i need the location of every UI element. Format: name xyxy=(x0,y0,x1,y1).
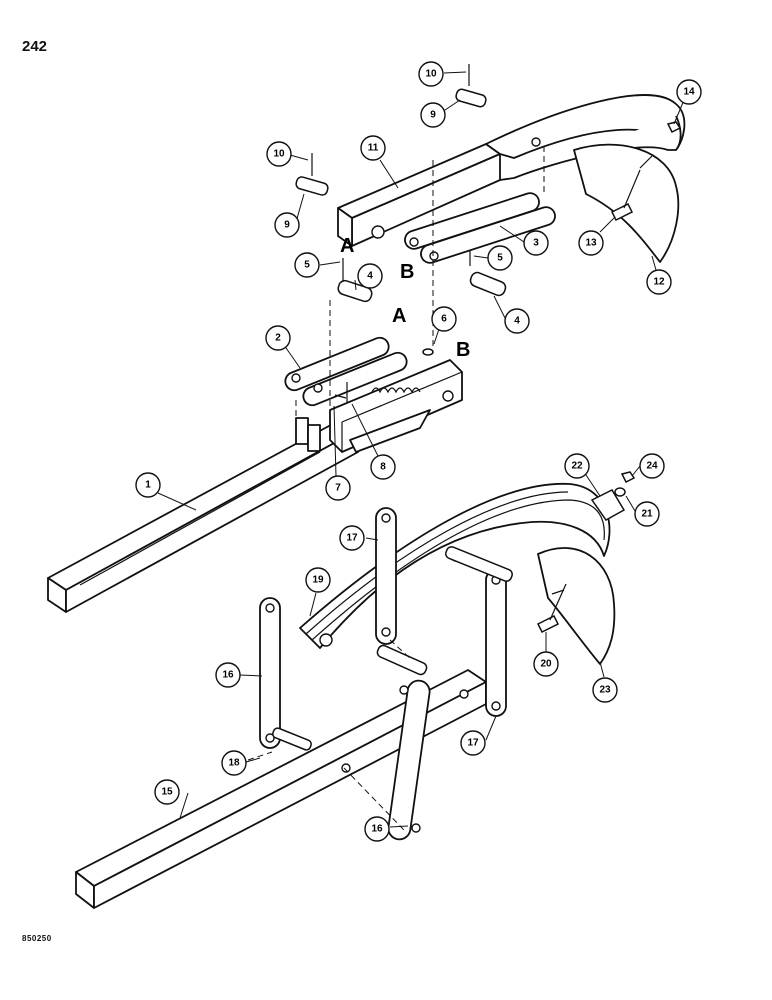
svg-text:5: 5 xyxy=(497,253,503,264)
callout-6: 6 xyxy=(431,306,457,332)
svg-text:2: 2 xyxy=(275,333,281,344)
part-bracket-upper xyxy=(329,348,463,453)
svg-text:14: 14 xyxy=(683,87,695,98)
callout-leaders xyxy=(157,71,685,828)
svg-text:7: 7 xyxy=(335,483,341,494)
svg-text:23: 23 xyxy=(599,685,611,696)
callout-16-left: 16 xyxy=(215,662,241,688)
callout-3: 3 xyxy=(523,230,549,256)
svg-text:17: 17 xyxy=(346,533,358,544)
part-13-bolt xyxy=(610,169,641,222)
part-3-links xyxy=(404,192,556,264)
callout-11: 11 xyxy=(360,135,386,161)
svg-text:12: 12 xyxy=(653,277,665,288)
callout-9-top: 9 xyxy=(420,102,446,128)
svg-text:17: 17 xyxy=(467,738,479,749)
part-23-sweep xyxy=(537,547,616,665)
callout-21: 21 xyxy=(634,501,660,527)
section-letter-b-lower: B xyxy=(456,339,470,361)
svg-text:10: 10 xyxy=(273,149,285,160)
section-letter-a-lower: A xyxy=(392,305,406,327)
callout-4-right: 4 xyxy=(504,308,530,334)
svg-text:4: 4 xyxy=(514,316,520,327)
svg-text:9: 9 xyxy=(430,110,436,121)
callout-1: 1 xyxy=(135,472,161,498)
callout-10-left: 10 xyxy=(266,141,292,167)
svg-text:22: 22 xyxy=(571,461,583,472)
part-4-pin-right xyxy=(469,271,507,297)
lower-assembly xyxy=(75,471,636,909)
callout-13: 13 xyxy=(578,230,604,256)
part-16-link-front xyxy=(387,679,431,841)
part-14-nut xyxy=(666,121,682,134)
svg-text:20: 20 xyxy=(540,659,552,670)
callout-2: 2 xyxy=(265,325,291,351)
section-letter-a: A xyxy=(340,235,354,257)
figure-code: 850250 xyxy=(22,934,52,943)
svg-text:18: 18 xyxy=(228,758,240,769)
part-2-links xyxy=(284,336,408,452)
svg-text:24: 24 xyxy=(646,461,658,472)
callout-23: 23 xyxy=(592,677,618,703)
callout-24: 24 xyxy=(639,453,665,479)
callout-18: 18 xyxy=(221,750,247,776)
part-4-pin-left xyxy=(337,279,373,303)
upper-assembly: A B A B xyxy=(47,64,686,613)
svg-text:19: 19 xyxy=(312,575,324,586)
part-16-link-left xyxy=(259,597,281,749)
part-20-bolt xyxy=(536,583,567,634)
callout-16-bottom: 16 xyxy=(364,816,390,842)
callout-8: 8 xyxy=(370,454,396,480)
svg-text:6: 6 xyxy=(441,314,447,325)
svg-text:10: 10 xyxy=(425,69,437,80)
svg-text:15: 15 xyxy=(161,787,173,798)
svg-text:16: 16 xyxy=(222,670,234,681)
svg-text:13: 13 xyxy=(585,238,597,249)
callout-17-bottom: 17 xyxy=(460,730,486,756)
svg-text:16: 16 xyxy=(371,824,383,835)
section-letter-b: B xyxy=(400,261,414,283)
svg-text:1: 1 xyxy=(145,480,151,491)
svg-text:21: 21 xyxy=(641,509,653,520)
callout-5-left: 5 xyxy=(294,252,320,278)
page-number: 242 xyxy=(22,38,48,55)
callout-20: 20 xyxy=(533,651,559,677)
callout-4-upper: 4 xyxy=(357,263,383,289)
svg-text:3: 3 xyxy=(533,238,539,249)
svg-text:8: 8 xyxy=(380,462,386,473)
callout-5-right: 5 xyxy=(487,245,513,271)
svg-text:11: 11 xyxy=(368,143,379,154)
svg-text:5: 5 xyxy=(304,260,310,271)
callout-7: 7 xyxy=(325,475,351,501)
part-17-link-right xyxy=(485,569,507,717)
callout-12: 12 xyxy=(646,269,672,295)
part-24-nut xyxy=(620,471,636,484)
part-22-plate xyxy=(590,489,626,521)
svg-text:4: 4 xyxy=(367,271,373,282)
callout-9-left: 9 xyxy=(274,212,300,238)
callout-19: 19 xyxy=(305,567,331,593)
svg-text:9: 9 xyxy=(284,220,290,231)
callout-10-top: 10 xyxy=(418,61,444,87)
callout-14: 14 xyxy=(676,79,702,105)
callout-22: 22 xyxy=(564,453,590,479)
part-17-link-back xyxy=(375,507,397,645)
part-21-washer xyxy=(614,487,626,497)
callouts: 1 2 3 4 4 5 5 6 7 8 9 9 10 10 11 12 13 1… xyxy=(135,61,702,842)
callout-15: 15 xyxy=(154,779,180,805)
callout-17-top: 17 xyxy=(339,525,365,551)
